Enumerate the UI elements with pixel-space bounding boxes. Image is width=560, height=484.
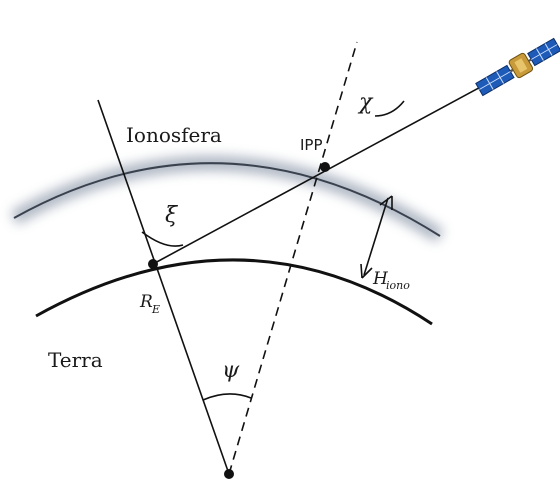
ipp-label: IPP: [300, 136, 323, 154]
ionosphere-glow: [10, 156, 444, 242]
ionosphere-label: Ionosfera: [126, 123, 222, 147]
xi-angle-arc: [141, 231, 184, 247]
earth-surface-arc: [35, 258, 433, 326]
ionosphere-layer: [10, 156, 444, 242]
receiver-point: [148, 259, 158, 269]
iono-height-label: H iono: [372, 269, 410, 292]
earth-radius-sub: E: [151, 303, 160, 316]
earth-radius-main: R: [139, 292, 153, 312]
chi-angle-arc: [374, 100, 405, 117]
iono-height-sub: iono: [386, 279, 410, 292]
iono-height-main: H: [372, 269, 389, 289]
line-of-sight: [152, 69, 513, 265]
psi-symbol: ψ: [222, 358, 240, 383]
satellite-icon: [475, 37, 560, 97]
earth-radius-label: R E: [139, 292, 160, 316]
iono-height-arrow: [360, 195, 393, 279]
xi-symbol: ξ: [165, 203, 179, 228]
ipp-vertical-dashed-line: [228, 41, 358, 475]
earth-center-point: [224, 469, 234, 479]
ipp-point: [320, 162, 330, 172]
receiver-vertical-line: [97, 99, 230, 475]
chi-symbol: χ: [357, 90, 374, 115]
earth-label: Terra: [48, 348, 103, 372]
psi-angle-arc: [202, 393, 252, 401]
